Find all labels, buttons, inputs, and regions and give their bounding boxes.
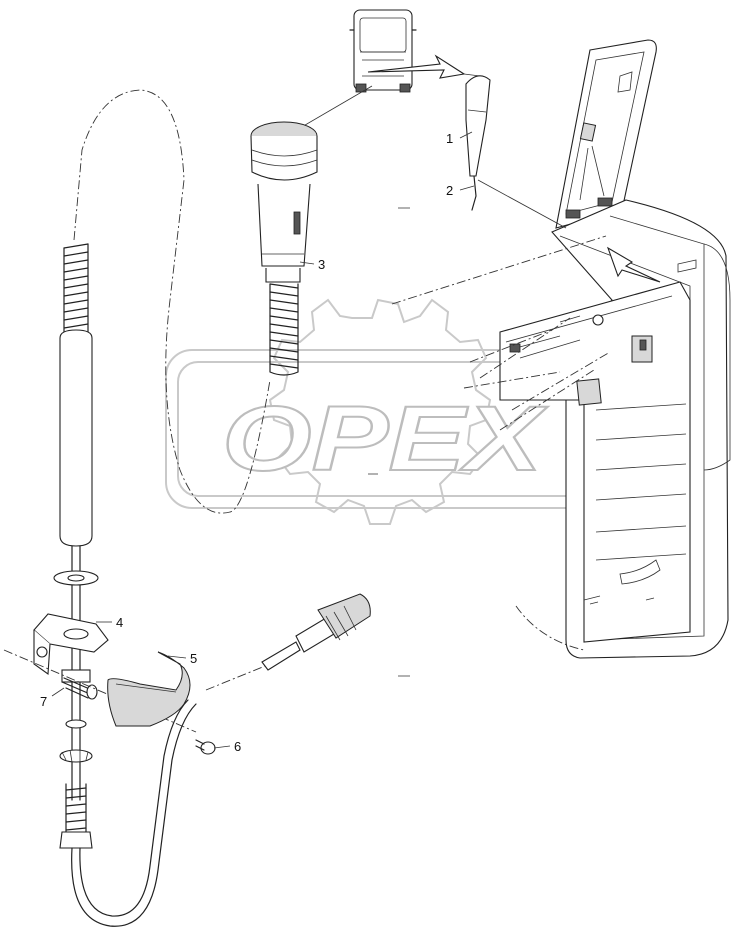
callout-4: 4 bbox=[96, 615, 123, 630]
callout-label-1: 1 bbox=[446, 131, 453, 146]
callout-7: 7 bbox=[40, 687, 65, 709]
leader-cord-cabinet bbox=[477, 179, 567, 229]
callout-label-6: 6 bbox=[234, 739, 241, 754]
axis-line-right bbox=[205, 663, 271, 691]
callout-label-7: 7 bbox=[40, 694, 47, 709]
connector-plug bbox=[261, 593, 371, 671]
microphone-large bbox=[250, 121, 318, 376]
callout-2: 2 bbox=[446, 183, 475, 198]
callout-label-2: 2 bbox=[446, 183, 453, 198]
callout-label-5: 5 bbox=[190, 651, 197, 666]
cabinet-arrow-icon bbox=[606, 246, 661, 283]
gooseneck-holder bbox=[33, 243, 197, 927]
projection-lines bbox=[391, 235, 611, 431]
cable-loop bbox=[73, 89, 271, 514]
callout-6: 6 bbox=[213, 739, 241, 754]
watermark: OPEX bbox=[165, 298, 599, 525]
holder-clip bbox=[107, 651, 191, 727]
handheld-microphone bbox=[465, 75, 567, 229]
bus-arrow-icon bbox=[367, 54, 466, 79]
callout-1: 1 bbox=[446, 131, 473, 146]
small-screw bbox=[195, 739, 216, 755]
callout-5: 5 bbox=[167, 651, 197, 666]
leader-bus-mic bbox=[299, 85, 373, 129]
callout-label-4: 4 bbox=[116, 615, 123, 630]
callout-3: 3 bbox=[299, 257, 325, 272]
callout-label-3: 3 bbox=[318, 257, 325, 272]
bus-icon bbox=[349, 9, 481, 93]
watermark-text: OPEX bbox=[222, 388, 548, 490]
cabinet-unit bbox=[499, 39, 731, 659]
